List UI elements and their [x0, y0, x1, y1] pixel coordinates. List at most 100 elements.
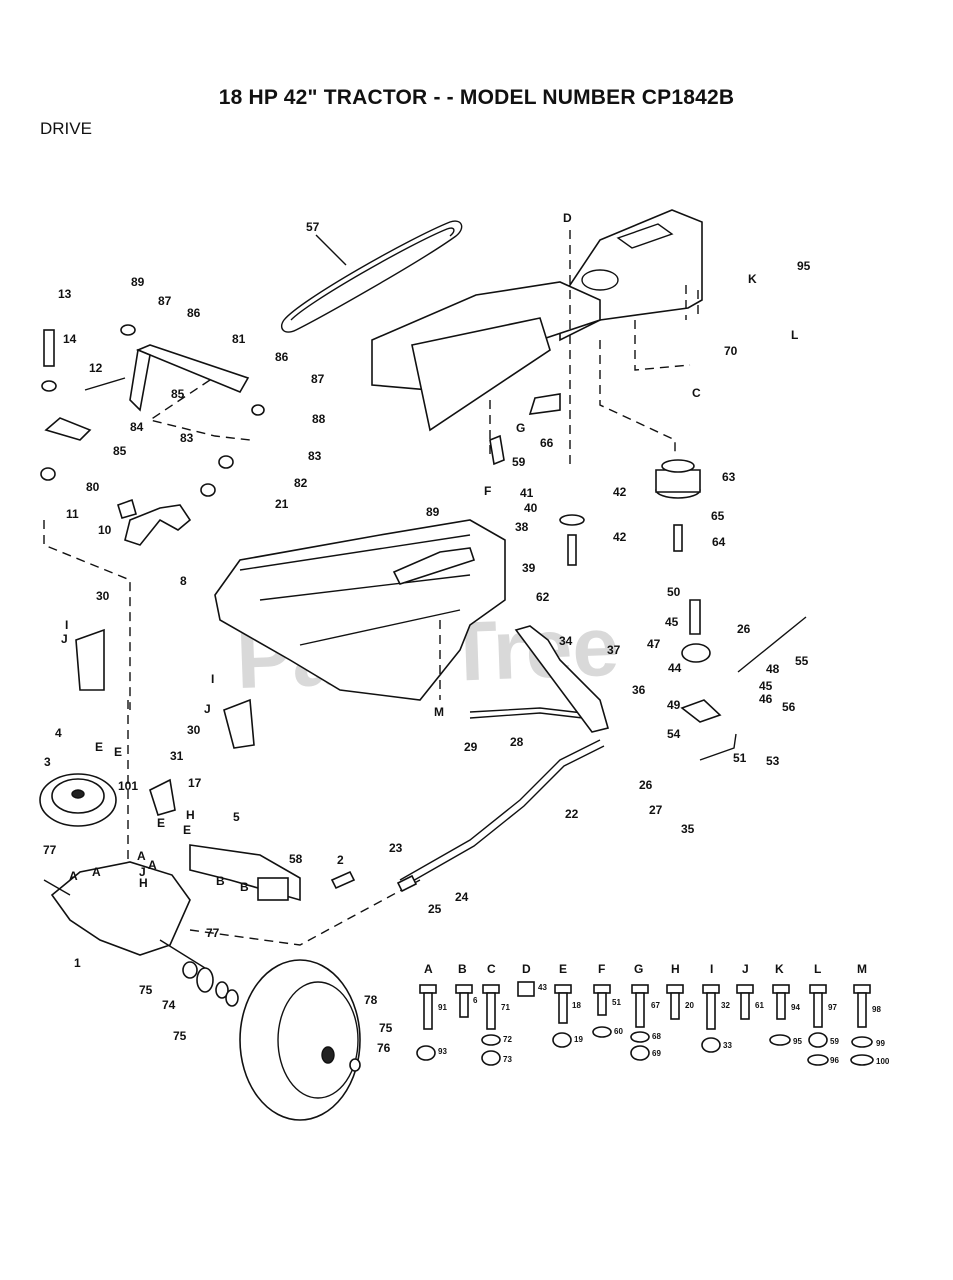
- drive-belt: [280, 220, 463, 333]
- callout: 14: [63, 332, 77, 346]
- callout: I: [211, 672, 214, 686]
- callout: 50: [667, 585, 681, 599]
- callout: 74: [162, 998, 176, 1012]
- callout: 8: [180, 574, 187, 588]
- hw-number: 68: [652, 1032, 661, 1041]
- hw-letter: L: [814, 962, 821, 976]
- callout: 75: [379, 1021, 393, 1035]
- page-title: 18 HP 42" TRACTOR - - MODEL NUMBER CP184…: [218, 86, 735, 109]
- callout: 82: [294, 476, 308, 490]
- callout: 28: [510, 735, 524, 749]
- callout: 31: [170, 749, 184, 763]
- hw-letter: I: [710, 962, 713, 976]
- brake-linkage: [40, 324, 265, 546]
- callout: 38: [515, 520, 529, 534]
- hw-number: 97: [828, 1003, 837, 1012]
- callout: 78: [364, 993, 378, 1007]
- callout: 54: [667, 727, 681, 741]
- callout: 35: [681, 822, 695, 836]
- hw-number: 18: [572, 1001, 581, 1010]
- callout: 87: [311, 372, 325, 386]
- callout: 76: [377, 1041, 391, 1055]
- hw-number: 51: [612, 998, 621, 1007]
- hardware-table: A B C D E F G H I J K L M 91 6 71 43 18 …: [416, 962, 890, 1066]
- callout: H: [186, 808, 195, 822]
- hw-letter: G: [634, 962, 643, 976]
- callout: L: [791, 328, 798, 342]
- callout: E: [183, 823, 191, 837]
- callout: 46: [759, 692, 773, 706]
- callout: 45: [665, 615, 679, 629]
- callout: 89: [426, 505, 440, 519]
- callout: C: [692, 386, 701, 400]
- hw-letter: D: [522, 962, 531, 976]
- callout: 12: [89, 361, 103, 375]
- callout: 34: [559, 634, 573, 648]
- callout: E: [157, 816, 165, 830]
- callout: M: [434, 705, 444, 719]
- callout: H: [139, 876, 148, 890]
- tractor-frame: [371, 209, 703, 432]
- callout: 85: [113, 444, 127, 458]
- hw-number: 69: [652, 1049, 661, 1058]
- callout: 24: [455, 890, 469, 904]
- callout: 86: [275, 350, 289, 364]
- hw-letter: B: [458, 962, 467, 976]
- hw-number: 91: [438, 1003, 447, 1012]
- hw-number: 73: [503, 1055, 512, 1064]
- hw-letter: H: [671, 962, 680, 976]
- hw-number: 61: [755, 1001, 764, 1010]
- callout: 95: [797, 259, 811, 273]
- callout: 70: [724, 344, 738, 358]
- hw-number: 33: [723, 1041, 732, 1050]
- callout: 51: [733, 751, 747, 765]
- callout: 37: [607, 643, 621, 657]
- callout: 2: [337, 853, 344, 867]
- callout: 13: [58, 287, 72, 301]
- callout: 84: [130, 420, 144, 434]
- callout: A: [148, 858, 157, 872]
- callout: 101: [118, 779, 138, 793]
- callout: 39: [522, 561, 536, 575]
- hw-number: 95: [793, 1037, 802, 1046]
- hw-number: 60: [614, 1027, 623, 1036]
- callout: 75: [173, 1029, 187, 1043]
- callout: 42: [613, 530, 627, 544]
- bolt-icons: [419, 981, 871, 1030]
- hw-number: 99: [876, 1039, 885, 1048]
- callout: 48: [766, 662, 780, 676]
- callout: 80: [86, 480, 100, 494]
- callout: 85: [171, 387, 185, 401]
- hw-number: 71: [501, 1003, 510, 1012]
- callout: 77: [206, 926, 220, 940]
- callout: 57: [306, 220, 320, 234]
- rear-tire: [182, 959, 361, 1121]
- hw-number: 67: [651, 1001, 660, 1010]
- callout: E: [95, 740, 103, 754]
- hw-number: 20: [685, 1001, 694, 1010]
- callout-labels: 57 D 95 K L 70 C 13 89 87 86 81 14 12 85…: [43, 211, 811, 1055]
- callout: 63: [722, 470, 736, 484]
- callout: 30: [187, 723, 201, 737]
- callout: I: [65, 618, 68, 632]
- callout: 88: [312, 412, 326, 426]
- hw-number: 6: [473, 996, 478, 1005]
- hw-number: 19: [574, 1035, 583, 1044]
- hw-number: 98: [872, 1005, 881, 1014]
- nut-icons: [416, 1026, 874, 1066]
- callout: 81: [232, 332, 246, 346]
- hw-number: 96: [830, 1056, 839, 1065]
- hw-number: 59: [830, 1037, 839, 1046]
- callout: 41: [520, 486, 534, 500]
- callout: D: [563, 211, 572, 225]
- callout: 49: [667, 698, 681, 712]
- hw-number: 100: [876, 1057, 890, 1066]
- hw-number: 32: [721, 1001, 730, 1010]
- hw-number: 93: [438, 1047, 447, 1056]
- callout: 1: [74, 956, 81, 970]
- callout: 22: [565, 807, 579, 821]
- callout: 26: [737, 622, 751, 636]
- callout: G: [516, 421, 525, 435]
- idler-assembly: [489, 393, 807, 761]
